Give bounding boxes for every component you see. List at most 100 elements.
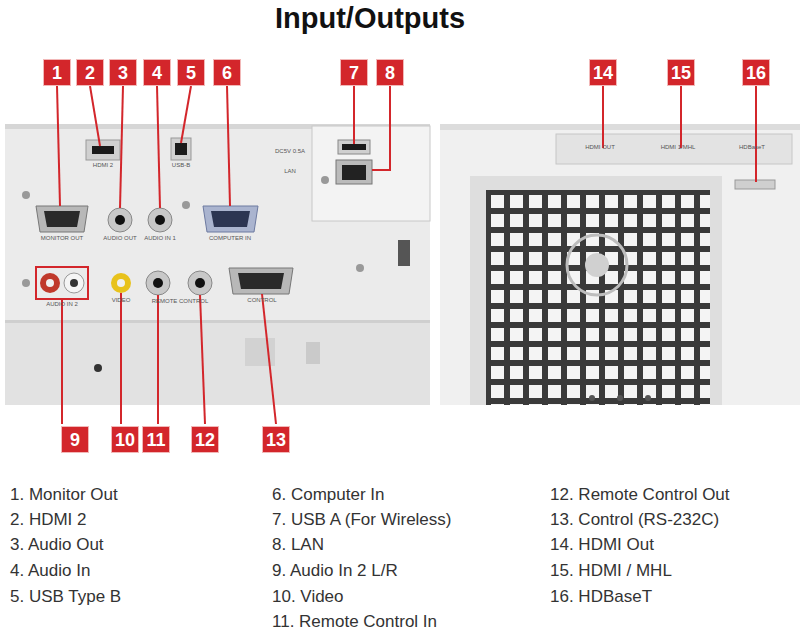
- legend-item: 11. Remote Control In: [272, 612, 437, 632]
- leader-lines: [157, 295, 159, 424]
- port-label: LAN: [284, 168, 296, 174]
- screws: [22, 279, 30, 287]
- rear-panel-photo: [306, 342, 320, 364]
- leader-lines: [57, 86, 756, 424]
- port-label: AUDIO IN 1: [144, 235, 176, 241]
- rear-panel-photo: [5, 320, 430, 323]
- callout-box: 3: [109, 59, 137, 86]
- screws: [356, 264, 364, 272]
- remote-jacks: [195, 278, 205, 288]
- usb-lan-ports: [336, 160, 372, 184]
- callout-number: 15: [671, 64, 691, 82]
- callout-box: 8: [376, 59, 404, 86]
- leader-lines: [120, 293, 122, 424]
- rca-jacks: [117, 279, 125, 287]
- callout-number: 10: [115, 431, 135, 449]
- callout-box: 7: [340, 59, 368, 86]
- legend-item: 7. USB A (For Wireless): [272, 510, 451, 530]
- usb-b-port: [175, 143, 187, 155]
- callout-box: 1: [43, 59, 71, 86]
- legend-item: 12. Remote Control Out: [550, 485, 730, 505]
- remote-jacks: [188, 271, 212, 295]
- callout-box: 13: [262, 426, 290, 453]
- side-panel-photo: [440, 124, 800, 405]
- port-label: HDBaseT: [739, 144, 765, 150]
- side-panel-photo: [440, 124, 800, 130]
- hdmi-port: [92, 146, 114, 154]
- callout-box: 16: [742, 59, 770, 86]
- callout-number: 13: [266, 431, 286, 449]
- rear-panel-photo: [398, 240, 410, 266]
- legend-item: 13. Control (RS-232C): [550, 510, 719, 530]
- screws: [321, 176, 329, 184]
- leader-lines: [353, 86, 355, 144]
- rca-jacks: [36, 267, 88, 299]
- rear-panel-photo: [5, 124, 430, 405]
- legend-item: 1. Monitor Out: [10, 485, 118, 505]
- leader-lines: [680, 86, 682, 148]
- rear-panel-photo: [312, 126, 430, 221]
- rca-jacks: [64, 273, 84, 293]
- port-label: REMOTE CONTROL: [152, 298, 209, 304]
- leader-lines: [755, 86, 757, 182]
- rca-jacks: [70, 279, 78, 287]
- vga-ports: [44, 211, 80, 227]
- callout-number: 2: [85, 64, 95, 82]
- leader-lines: [262, 294, 276, 424]
- audio-jacks: [115, 215, 125, 225]
- leader-lines: [157, 86, 160, 208]
- rear-panel-photo: [245, 338, 275, 366]
- leader-lines: [90, 86, 100, 146]
- port-label: VIDEO: [112, 297, 131, 303]
- callout-number: 11: [146, 431, 165, 449]
- rca-jacks: [111, 273, 131, 293]
- callout-box: 14: [589, 59, 617, 86]
- legend-item: 10. Video: [272, 587, 344, 607]
- side-panel-photo: [567, 235, 627, 295]
- callout-box: 4: [143, 59, 171, 86]
- callout-number: 16: [746, 64, 766, 82]
- port-label: DC5V 0.5A: [275, 148, 305, 154]
- port-label: MONITOR OUT: [41, 235, 84, 241]
- leader-lines: [602, 86, 604, 148]
- port-label: COMPUTER IN: [209, 235, 251, 241]
- side-panel-photo: [645, 395, 651, 401]
- port-label: AUDIO IN 2: [46, 301, 78, 307]
- rca-jacks: [40, 273, 60, 293]
- leader-lines: [227, 86, 230, 206]
- side-panel-photo: [617, 395, 623, 401]
- legend-item: 3. Audio Out: [10, 535, 104, 555]
- usb-lan-ports: [342, 144, 366, 150]
- rear-panel-photo: [5, 322, 430, 405]
- screws: [22, 191, 30, 199]
- diagram-title: Input/Outputs: [0, 2, 740, 35]
- legend-item: 5. USB Type B: [10, 587, 121, 607]
- side-panel-photo: [589, 395, 595, 401]
- leader-lines: [57, 86, 60, 206]
- callout-box: 5: [177, 59, 205, 86]
- callout-number: 3: [118, 64, 128, 82]
- callout-box: 2: [76, 59, 104, 86]
- side-panel-photo: [486, 190, 710, 405]
- usb-lan-ports: [336, 140, 372, 184]
- audio-jacks: [108, 208, 172, 232]
- callout-box: 12: [191, 426, 219, 453]
- leader-lines: [372, 86, 390, 170]
- audio-jacks: [108, 208, 132, 232]
- vga-ports: [36, 206, 258, 232]
- callout-number: 7: [349, 64, 359, 82]
- legend-item: 8. LAN: [272, 535, 324, 555]
- rear-panel-photo: [94, 364, 102, 372]
- port-label: AUDIO OUT: [103, 235, 136, 241]
- vga-ports: [36, 206, 88, 232]
- serial-port: [238, 273, 284, 289]
- callout-box: 10: [111, 426, 139, 453]
- screws: [22, 176, 364, 287]
- callout-box: 15: [667, 59, 695, 86]
- port-label: CONTROL: [247, 297, 276, 303]
- callout-box: 11: [142, 426, 170, 453]
- hdmi-port: [86, 140, 120, 160]
- rca-jacks: [36, 267, 131, 299]
- callout-number: 8: [385, 64, 395, 82]
